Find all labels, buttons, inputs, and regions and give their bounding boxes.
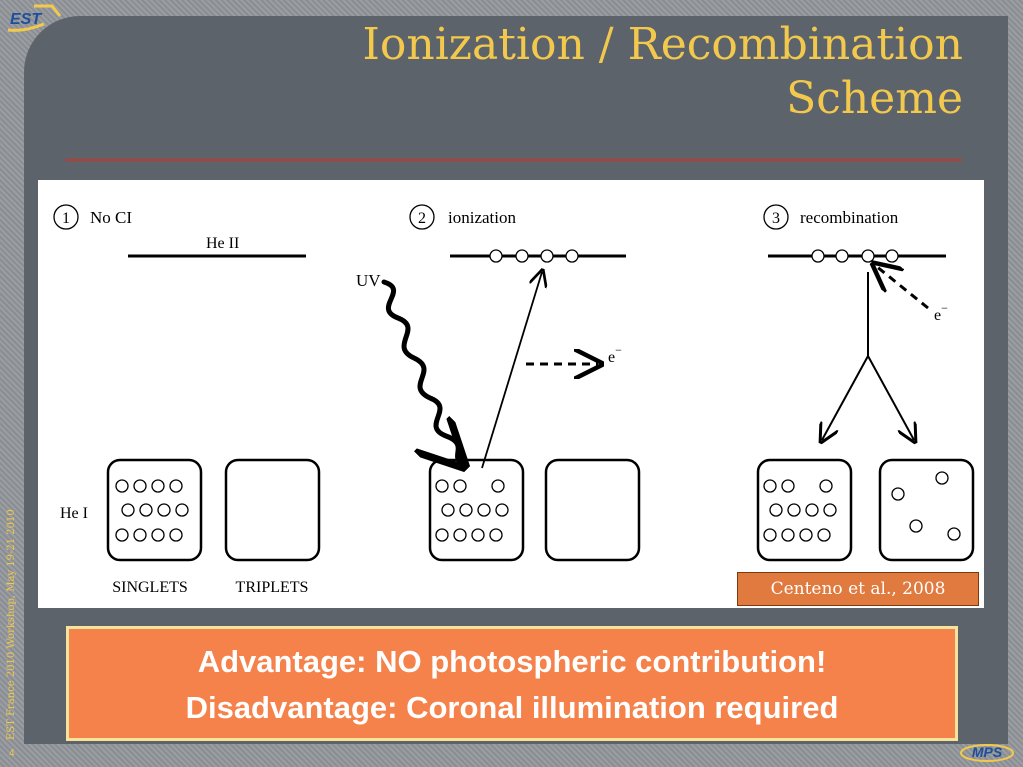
panel-1-number-circle	[53, 204, 79, 230]
panel-3-number-circle	[763, 204, 789, 230]
panel-2-number: 2	[418, 210, 426, 227]
figure-credit: Centeno et al., 2008	[737, 572, 979, 606]
ionized-electrons-2	[489, 249, 579, 263]
he-ii-label: He II	[206, 235, 239, 252]
electron-symbol-3: e	[934, 307, 941, 324]
singlets-box-3	[756, 458, 853, 562]
ionization-diagram: 1 No CI He II He I SINGLETS TRIPLETS 2 i…	[38, 180, 984, 608]
electron-label-3: e−	[934, 301, 948, 324]
captured-electron-arrow	[876, 266, 929, 310]
singlets-label: SINGLETS	[112, 579, 188, 596]
est-logo-text: EST	[10, 11, 42, 28]
triplets-box-3	[878, 458, 975, 562]
disadvantage-text: Disadvantage: Coronal illumination requi…	[185, 690, 839, 725]
panel-2-number-circle	[409, 204, 435, 230]
singlets-box-1	[106, 458, 203, 562]
triplets-electrons-3	[891, 471, 961, 541]
panel-1-label: No CI	[90, 208, 132, 227]
title-underline	[66, 159, 962, 161]
panel-3-label: recombination	[800, 208, 899, 227]
mps-logo: MPS	[960, 744, 1014, 762]
panel-2-label: ionization	[448, 208, 516, 227]
side-caption-text: EST France 2010 Workshop, May 19-21 2010	[6, 509, 17, 740]
title-line-1: Ionization / Recombination	[362, 19, 964, 70]
triplets-label: TRIPLETS	[236, 579, 309, 596]
title-line-2: Scheme	[786, 73, 963, 124]
panel-1-number: 1	[62, 210, 70, 227]
summary-callout: Advantage: NO photospheric contribution!…	[66, 626, 958, 741]
triplets-box-1	[224, 458, 321, 562]
triplets-box-2	[544, 458, 641, 562]
electron-charge-3: −	[941, 301, 948, 315]
page-number: 4	[9, 748, 15, 759]
singlets-electrons-2	[435, 479, 509, 542]
uv-label: UV	[356, 271, 381, 290]
singlets-electrons-1	[115, 479, 189, 542]
singlets-electrons-3	[763, 479, 837, 542]
electron-label-2: e−	[608, 343, 622, 366]
mps-logo-text: MPS	[972, 744, 1003, 760]
singlets-box-2	[428, 458, 525, 562]
ionization-arrow	[481, 272, 542, 469]
advantage-text: Advantage: NO photospheric contribution!	[197, 644, 827, 679]
cascade-arrow-triplets	[867, 355, 914, 440]
diagram-svg: 1 No CI He II He I SINGLETS TRIPLETS 2 i…	[53, 204, 975, 596]
electron-symbol-2: e	[608, 349, 615, 366]
cascade-arrow-singlets	[822, 355, 869, 440]
uv-photon-wave	[381, 279, 460, 462]
side-caption: EST France 2010 Workshop, May 19-21 2010	[2, 450, 22, 740]
slide-title: Ionization / Recombination Scheme	[263, 18, 964, 126]
panel-3-number: 3	[772, 210, 780, 227]
est-logo: EST	[7, 4, 62, 32]
electron-charge-2: −	[615, 343, 622, 357]
he-i-label: He I	[60, 505, 88, 522]
